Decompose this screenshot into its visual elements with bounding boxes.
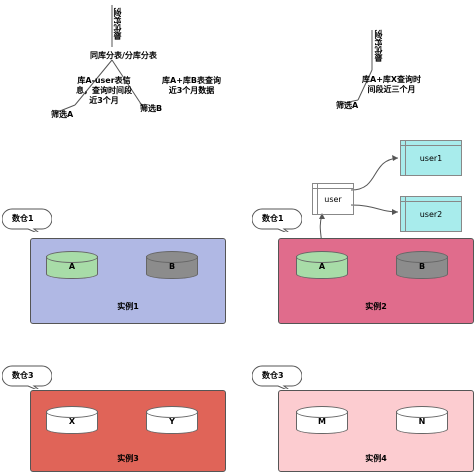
instance-4-callout-text: 数仓3 bbox=[262, 371, 284, 380]
instance-1-db-b: B bbox=[146, 251, 198, 283]
top-right-note: 库A+库X查询时 间段近三个月 bbox=[362, 75, 422, 94]
top-left-vertical-label: 最优实例 bbox=[113, 8, 122, 40]
user-router-label: user bbox=[324, 195, 342, 204]
instance-2-callout: 数仓1 bbox=[252, 208, 302, 232]
instance-4-db-n: N bbox=[396, 406, 448, 438]
instance-1-box: 实例1 bbox=[30, 238, 226, 324]
instance-3-db-x: X bbox=[46, 406, 98, 438]
instance-1-callout: 数仓1 bbox=[2, 208, 52, 232]
instance-1-callout-text: 数仓1 bbox=[12, 214, 34, 223]
user-target-2: user2 bbox=[400, 196, 462, 232]
top-left-note-a: 库A-user表信 息，查询时间段 近3个月 bbox=[76, 76, 132, 105]
instance-2-db-a: A bbox=[296, 251, 348, 283]
top-right-connectors bbox=[339, 30, 373, 105]
instance-1-db-a: A bbox=[46, 251, 98, 283]
top-right-vertical-label: 最优实例 bbox=[374, 30, 383, 62]
top-left-split-label: 同库分表/分库分表 bbox=[90, 51, 157, 60]
instance-3-callout-text: 数仓3 bbox=[12, 371, 34, 380]
user-router-box: user bbox=[312, 183, 354, 215]
instance-4-db-m: M bbox=[296, 406, 348, 438]
arrowheads bbox=[319, 155, 398, 219]
user-target-1: user1 bbox=[400, 140, 462, 176]
user-target-2-label: user2 bbox=[419, 210, 443, 219]
instance-1-label: 实例1 bbox=[117, 302, 139, 311]
top-left-filter-a: 筛选A bbox=[51, 110, 74, 119]
instance-3-callout: 数仓3 bbox=[2, 365, 52, 389]
instance-3-db-y: Y bbox=[146, 406, 198, 438]
user-target-1-label: user1 bbox=[419, 154, 443, 163]
instance-2-label: 实例2 bbox=[365, 302, 387, 311]
instance-2-callout-text: 数仓1 bbox=[262, 214, 284, 223]
top-left-note-b: 库A+库B表查询 近3个月数据 bbox=[162, 76, 221, 95]
instance-2-db-b: B bbox=[396, 251, 448, 283]
instance-4-callout: 数仓3 bbox=[252, 365, 302, 389]
top-left-filter-b: 筛选B bbox=[140, 104, 163, 113]
top-right-filter-a: 筛选A bbox=[336, 101, 359, 110]
instance-4-label: 实例4 bbox=[365, 454, 387, 463]
instance-3-label: 实例3 bbox=[117, 454, 139, 463]
top-left-connectors bbox=[54, 5, 146, 114]
